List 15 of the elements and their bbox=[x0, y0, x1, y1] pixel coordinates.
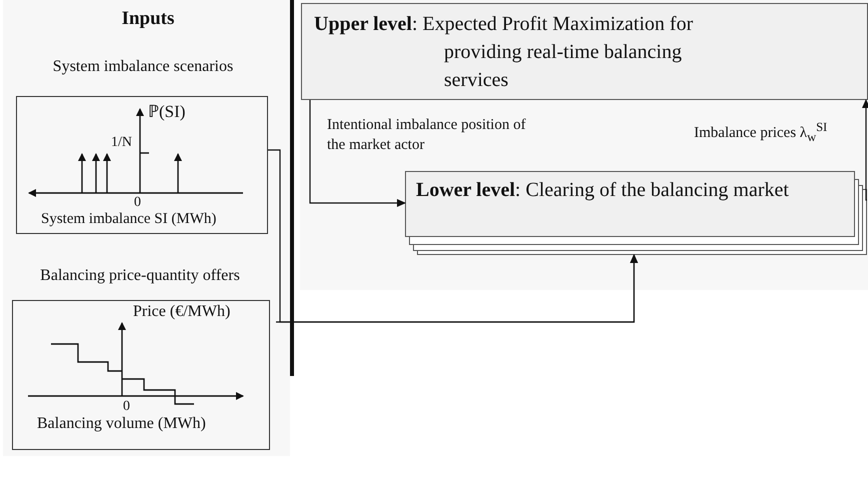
level-panel bbox=[300, 0, 868, 290]
arrow bbox=[862, 99, 868, 201]
arrow bbox=[276, 254, 638, 323]
axis-label: System imbalance SI (MWh) bbox=[41, 211, 216, 228]
box-text: Upper level: Expected Profit Maximization for providing real-time balancing services bbox=[314, 12, 694, 93]
chart-heading: System imbalance scenarios bbox=[52, 58, 234, 76]
arrow bbox=[309, 100, 406, 207]
chart-heading: Balancing price-quantity offers bbox=[39, 267, 241, 285]
inputs-panel bbox=[3, 0, 290, 456]
stacked-process-box bbox=[405, 171, 867, 255]
axis-label: Balancing volume (MWh) bbox=[37, 415, 206, 433]
panel-heading: Inputs bbox=[120, 8, 176, 30]
process-box bbox=[301, 3, 868, 100]
box-text: Lower level: Clearing of the balancing market bbox=[416, 178, 790, 203]
axis-label: Price (€/MWh) bbox=[133, 303, 230, 321]
